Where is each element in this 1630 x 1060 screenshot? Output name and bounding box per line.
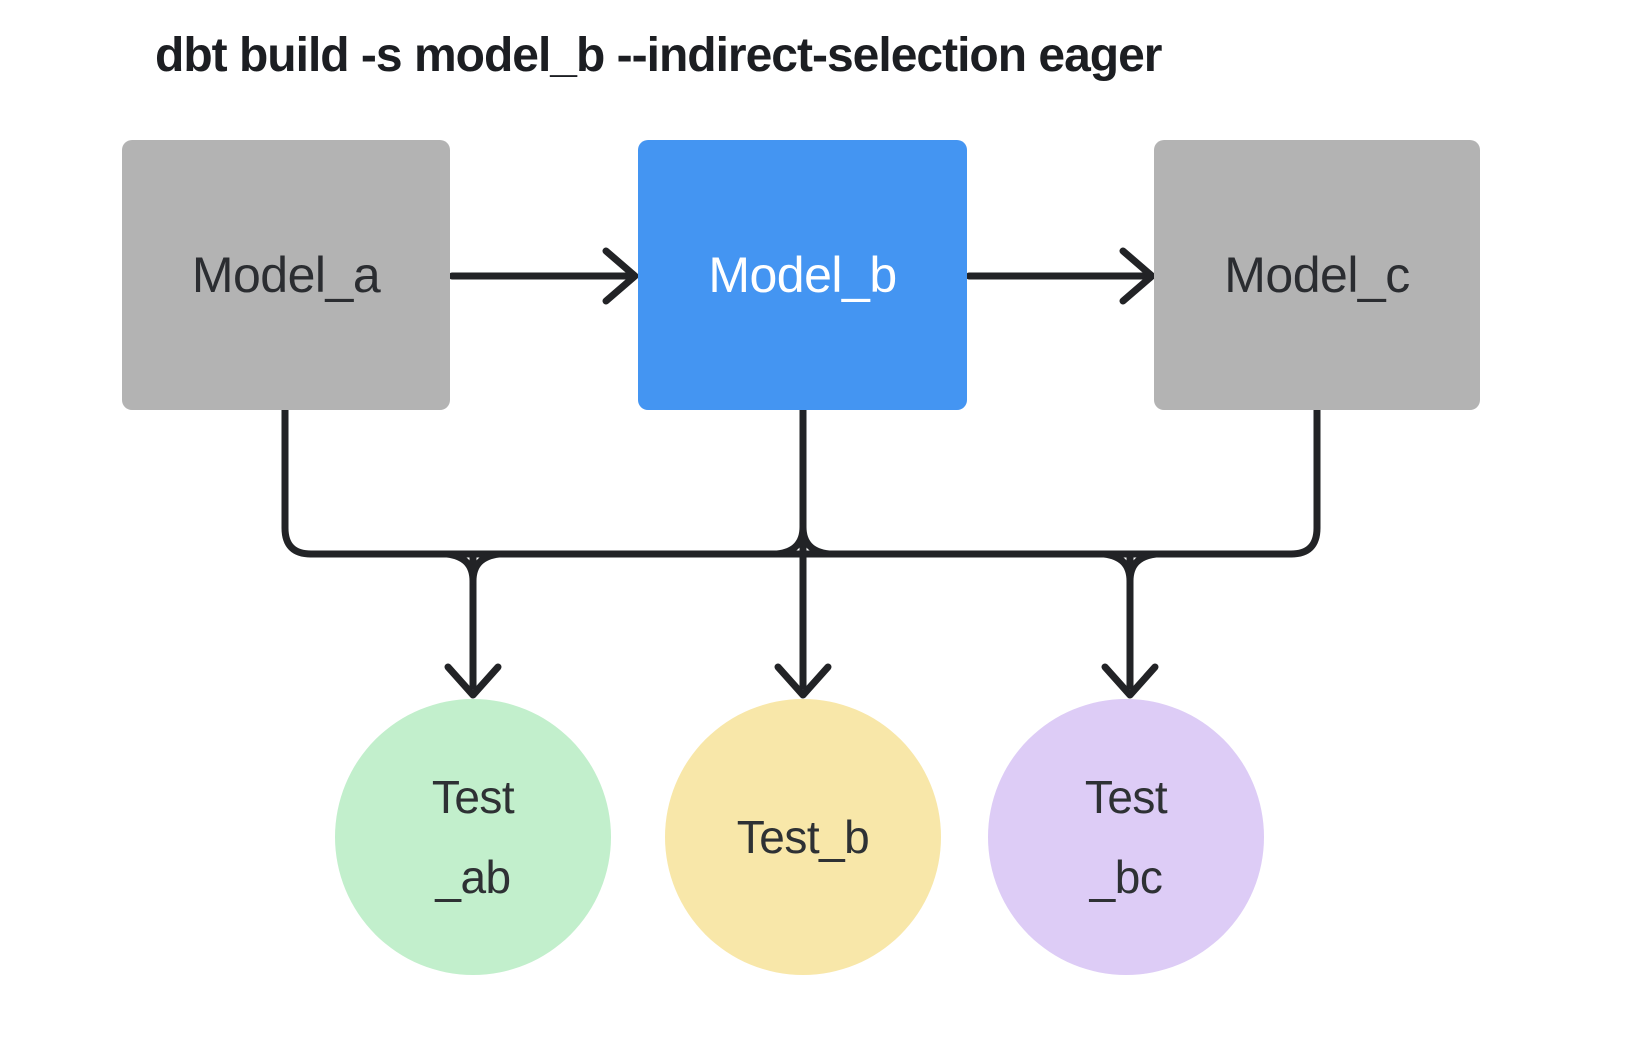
node-test-ab-label-line2: _ab [435, 851, 511, 903]
edge-model-a-to-model-b [448, 247, 639, 305]
node-test-ab: Test _ab [335, 699, 611, 975]
node-model-a-label: Model_a [191, 247, 381, 303]
node-model-c: Model_c [1154, 140, 1480, 410]
edge-model-b-to-test-b [773, 406, 833, 699]
diagram-title: dbt build -s model_b --indirect-selectio… [155, 29, 1162, 82]
node-model-b-label: Model_b [708, 247, 897, 303]
node-test-b-label: Test_b [736, 810, 870, 863]
edge-model-b-to-model-c [965, 247, 1156, 305]
edge-model-c-to-bus [1287, 406, 1321, 558]
node-test-b: Test_b [665, 699, 941, 975]
connector-group [281, 247, 1321, 699]
edge-bus-to-test-ab [443, 550, 503, 699]
edge-model-a-to-bus [281, 406, 315, 558]
node-model-c-label: Model_c [1224, 247, 1410, 303]
edge-bus-to-test-bc [1100, 550, 1160, 699]
node-model-b-selected: Model_b [638, 140, 967, 410]
node-test-bc: Test _bc [988, 699, 1264, 975]
node-test-bc-label-line1: Test [1084, 770, 1168, 823]
node-test-ab-label-line1: Test [431, 770, 515, 823]
node-test-bc-label-line2: _bc [1089, 851, 1163, 903]
node-model-a: Model_a [122, 140, 450, 410]
